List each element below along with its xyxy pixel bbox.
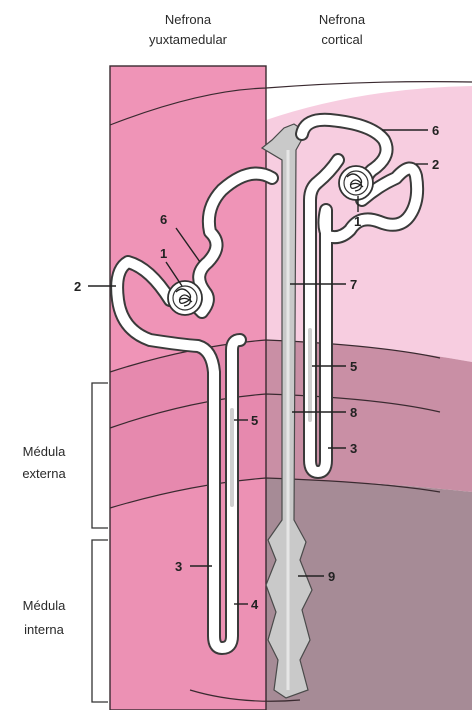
callout-jm-thin-ascending: 4 <box>251 597 259 612</box>
callout-jm-thin-descending: 3 <box>175 559 182 574</box>
callout-collecting-inner: 9 <box>328 569 335 584</box>
header-juxtamedullary-line1: Nefrona <box>165 12 212 27</box>
callout-c-thin-limb: 3 <box>350 441 357 456</box>
callout-jm-proximal: 2 <box>74 279 81 294</box>
zone-inner-medulla-line1: Médula <box>23 598 66 613</box>
zone-outer-medulla-line1: Médula <box>23 444 66 459</box>
jm-glomerulus <box>168 281 202 315</box>
header-cortical-line1: Nefrona <box>319 12 366 27</box>
callout-c-thick-ascending: 5 <box>350 359 357 374</box>
c-glomerulus <box>339 166 373 200</box>
bracket-outer-medulla <box>92 383 108 528</box>
region-inner-medulla-left <box>110 478 266 710</box>
callout-jm-thick-ascending: 5 <box>251 413 258 428</box>
bracket-inner-medulla <box>92 540 108 702</box>
callout-collecting-outer: 8 <box>350 405 357 420</box>
callout-c-glomerulus: 1 <box>354 214 361 229</box>
zone-labels: Médula externa Médula interna <box>22 444 66 637</box>
header-juxtamedullary-line2: yuxtamedular <box>149 32 228 47</box>
callout-collecting-cortical: 7 <box>350 277 357 292</box>
zone-inner-medulla-line2: interna <box>24 622 65 637</box>
zone-outer-medulla-line2: externa <box>22 466 66 481</box>
region-outer-medulla-right <box>266 340 472 492</box>
callout-jm-distal: 6 <box>160 212 167 227</box>
zone-brackets <box>92 383 108 702</box>
header-cortical-line2: cortical <box>321 32 362 47</box>
callout-jm-glomerulus: 1 <box>160 246 167 261</box>
callout-c-proximal: 2 <box>432 157 439 172</box>
header-labels: Nefrona yuxtamedular Nefrona cortical <box>149 12 366 47</box>
callout-c-distal: 6 <box>432 123 439 138</box>
